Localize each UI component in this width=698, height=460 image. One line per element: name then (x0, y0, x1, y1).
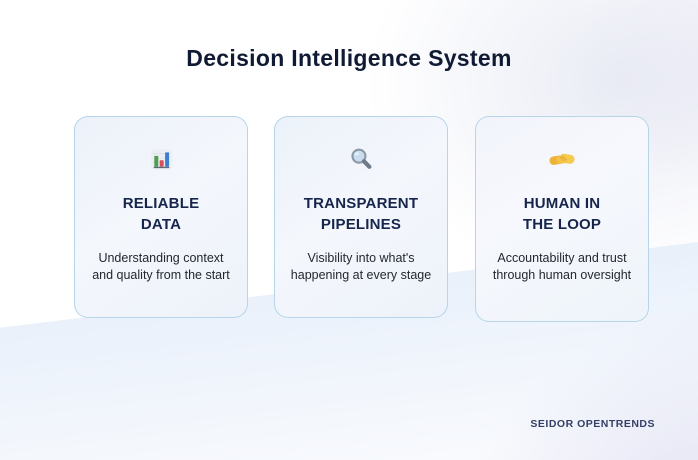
card-reliable-data: RELIABLE DATA Understanding context and … (74, 116, 248, 318)
magnifier-icon (275, 146, 447, 172)
card-heading-line1: HUMAN IN (523, 195, 601, 212)
card-human-in-the-loop: HUMAN IN THE LOOP Accountability and tru… (475, 116, 649, 322)
card-transparent-pipelines: TRANSPARENT PIPELINES Visibility into wh… (274, 116, 448, 318)
card-heading-line2: THE LOOP (522, 216, 602, 233)
card-heading: HUMAN IN THE LOOP (476, 193, 648, 235)
handshake-icon (476, 146, 648, 172)
card-heading-line2: PIPELINES (320, 216, 402, 233)
card-heading-line1: TRANSPARENT (303, 195, 419, 212)
bar-chart-icon (75, 146, 247, 172)
card-description: Accountability and trust through human o… (492, 251, 632, 282)
card-heading-line2: DATA (140, 216, 182, 233)
card-heading: TRANSPARENT PIPELINES (275, 193, 447, 235)
card-description: Understanding context and quality from t… (92, 251, 230, 282)
page-title: Decision Intelligence System (186, 45, 512, 71)
card-heading: RELIABLE DATA (75, 193, 247, 235)
card-description: Visibility into what's happening at ever… (290, 251, 432, 282)
card-heading-line1: RELIABLE (122, 195, 200, 212)
brand-footer: SEIDOR OPENTRENDS (530, 418, 655, 430)
